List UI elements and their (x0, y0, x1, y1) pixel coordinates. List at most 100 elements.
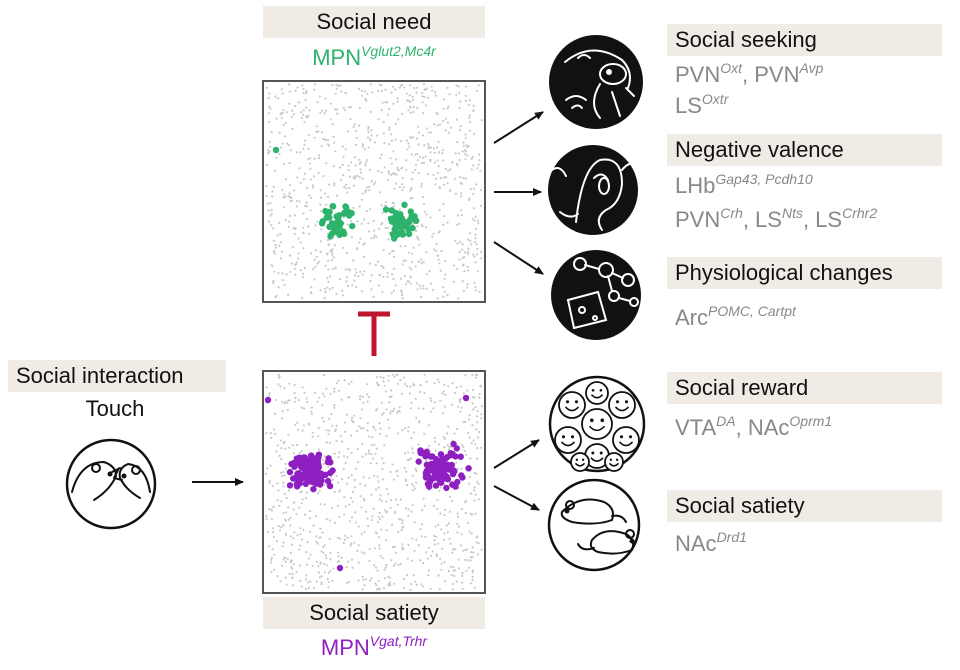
background-cell (447, 448, 451, 451)
background-cell (347, 164, 350, 167)
background-cell (350, 434, 353, 437)
background-cell (429, 151, 432, 154)
background-cell (325, 517, 328, 521)
background-cell (392, 277, 395, 281)
background-cell (459, 385, 462, 388)
background-cell (426, 96, 429, 99)
background-cell (382, 248, 385, 252)
background-cell (456, 512, 459, 515)
background-cell (357, 579, 360, 582)
background-cell (274, 243, 277, 247)
background-cell (468, 114, 471, 117)
background-cell (321, 109, 324, 112)
background-cell (315, 560, 318, 563)
background-cell (377, 118, 380, 121)
background-cell (287, 506, 290, 509)
background-cell (369, 462, 372, 465)
background-cell (387, 374, 390, 377)
background-cell (295, 199, 298, 202)
background-cell (318, 576, 321, 579)
background-cell (309, 509, 312, 513)
background-cell (370, 577, 373, 580)
background-cell (422, 83, 426, 86)
background-cell (284, 178, 287, 181)
background-cell (368, 449, 371, 452)
background-cell (378, 536, 381, 539)
background-cell (472, 207, 475, 210)
background-cell (318, 448, 321, 451)
background-cell (443, 405, 446, 408)
background-cell (314, 249, 317, 252)
background-cell (373, 474, 376, 478)
background-cell (461, 150, 464, 153)
background-cell (395, 470, 398, 473)
satiety-neuron-dot (426, 478, 434, 486)
background-cell (458, 258, 461, 261)
background-cell (295, 443, 298, 447)
need-neuron-dot (392, 226, 399, 233)
background-cell (439, 512, 442, 515)
background-cell (422, 195, 425, 199)
background-cell (385, 511, 388, 514)
background-cell (433, 534, 436, 538)
background-cell (404, 427, 407, 430)
arrow-to-satiety-out (493, 485, 540, 511)
background-cell (293, 214, 297, 217)
background-cell (304, 578, 308, 581)
background-cell (306, 581, 309, 584)
background-cell (472, 439, 475, 442)
background-cell (333, 490, 336, 493)
background-cell (435, 555, 438, 558)
satiety-neuron-dot (324, 477, 332, 485)
background-cell (399, 139, 403, 142)
background-cell (272, 428, 275, 431)
background-cell (306, 217, 309, 221)
background-cell (464, 511, 467, 515)
background-cell (473, 586, 476, 589)
background-cell (416, 159, 419, 162)
background-cell (307, 422, 310, 425)
background-cell (442, 223, 445, 226)
background-cell (319, 561, 322, 564)
background-cell (330, 259, 333, 262)
background-cell (288, 162, 291, 165)
smiley-eye (599, 388, 603, 392)
background-cell (473, 486, 476, 489)
background-cell (374, 582, 377, 585)
background-cell (381, 290, 384, 293)
background-cell (319, 250, 323, 253)
background-cell (374, 452, 377, 455)
background-cell (433, 161, 437, 164)
background-cell (408, 84, 412, 87)
background-cell (476, 247, 479, 251)
background-cell (453, 391, 456, 395)
need-neuron-dot (318, 220, 326, 227)
satiety-neuron-dot (437, 459, 444, 467)
background-cell (367, 230, 371, 233)
background-cell (281, 474, 284, 478)
background-cell (408, 392, 411, 395)
background-cell (425, 251, 428, 254)
background-cell (280, 447, 283, 450)
background-cell (378, 544, 381, 547)
background-cell (392, 267, 395, 270)
satiety-neuron-dot (443, 454, 451, 461)
background-cell (434, 183, 437, 186)
background-cell (461, 587, 464, 590)
background-cell (399, 378, 402, 382)
background-cell (438, 123, 441, 126)
background-cell (275, 156, 278, 159)
background-cell (464, 374, 467, 377)
background-cell (436, 254, 439, 257)
background-cell (474, 289, 477, 292)
background-cell (355, 271, 358, 274)
background-cell (392, 150, 395, 153)
background-cell (360, 290, 363, 293)
background-cell (332, 567, 335, 570)
background-cell (378, 227, 381, 230)
background-cell (414, 265, 417, 268)
background-cell (427, 147, 430, 150)
seeking-genes-line2: LSOxtr (675, 91, 729, 118)
background-cell (287, 433, 290, 436)
need-neuron-dot (272, 146, 280, 154)
